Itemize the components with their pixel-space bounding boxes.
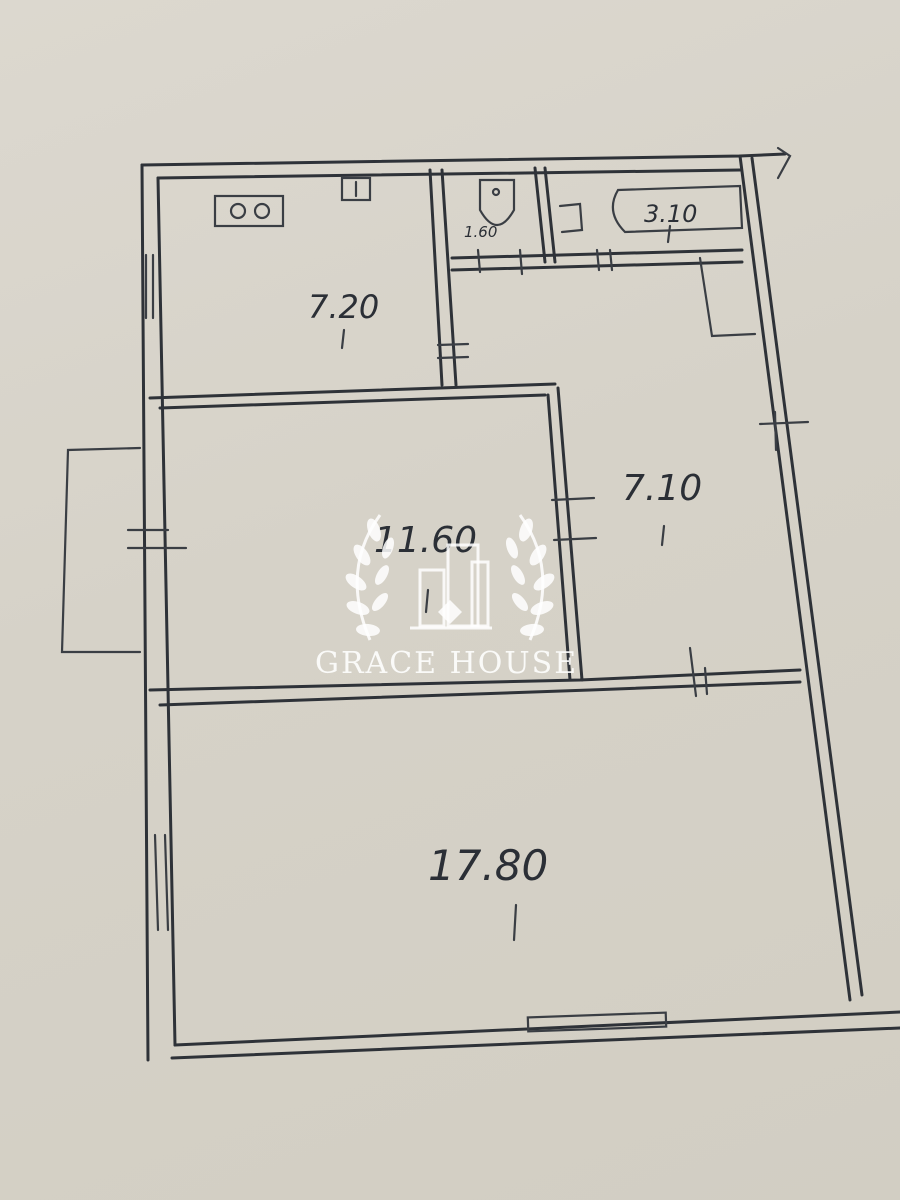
door-marks bbox=[126, 248, 810, 698]
room-area-wc: 1.60 bbox=[464, 223, 497, 241]
interior-walls bbox=[148, 166, 802, 707]
room-labels: 7.20 1.60 3.10 7.10 11.60 17.80 bbox=[308, 200, 702, 942]
stove-icon bbox=[213, 194, 285, 228]
watermark-logo bbox=[345, 514, 555, 641]
outer-walls bbox=[140, 146, 900, 1062]
room-area-hall: 7.10 bbox=[622, 468, 702, 509]
windows bbox=[60, 253, 668, 1033]
room-area-bottom: 17.80 bbox=[428, 841, 548, 890]
fixtures bbox=[213, 176, 744, 234]
bathtub-icon bbox=[611, 184, 744, 234]
room-area-top-left: 7.20 bbox=[308, 288, 379, 326]
room-area-bath: 3.10 bbox=[644, 200, 697, 228]
watermark-brand-text: GRACE HOUSE bbox=[315, 646, 579, 681]
sink-icon bbox=[340, 176, 372, 202]
toilet-icon bbox=[478, 178, 516, 227]
